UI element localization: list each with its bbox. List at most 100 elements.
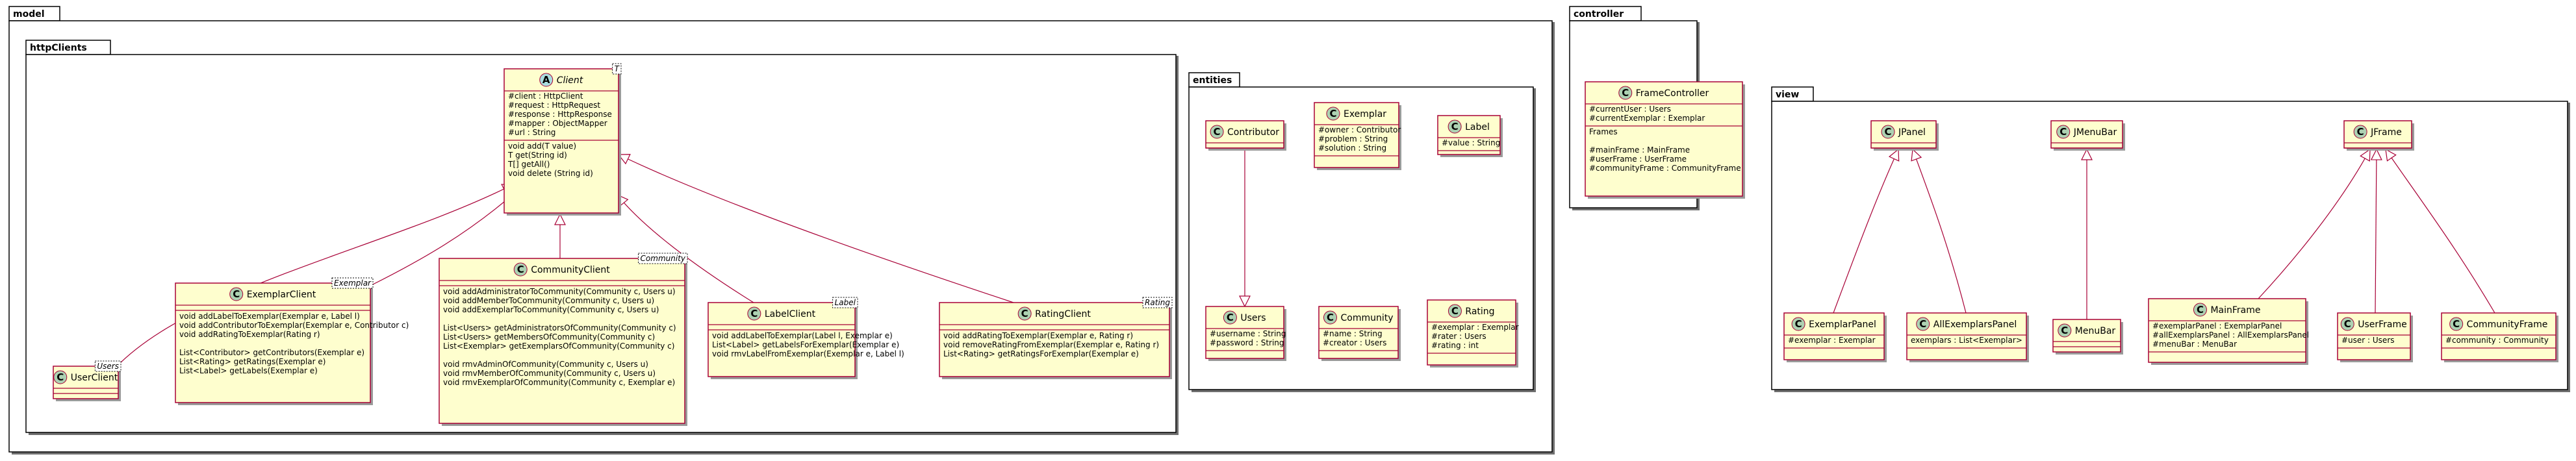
template-parameter-box bbox=[612, 63, 622, 75]
class-method: T get(String id) bbox=[507, 151, 567, 160]
class-badge-icon bbox=[2353, 125, 2367, 139]
class-method: void rmvLabelFromExemplar(Exemplar e, La… bbox=[712, 349, 904, 358]
edge-rating-client-extends-client bbox=[617, 154, 1014, 303]
class-field: #client : HttpClient bbox=[508, 92, 583, 101]
class-method: #mainFrame : MainFrame bbox=[1589, 145, 1690, 155]
badge-letter: C bbox=[2197, 304, 2204, 316]
class-field: #creator : Users bbox=[1323, 338, 1386, 347]
class-badge-icon bbox=[1326, 106, 1340, 121]
class-method: void addLabelToExemplar(Exemplar e, Labe… bbox=[179, 312, 360, 321]
class-name: JMenuBar bbox=[2073, 127, 2117, 138]
badge-letter: C bbox=[750, 308, 758, 319]
class-name: Client bbox=[557, 75, 583, 86]
class-label-client[interactable]: LabelClient C Label void addLabelToExemplar… bbox=[708, 297, 904, 379]
class-name: FrameController bbox=[1636, 88, 1709, 99]
class-field: #value : String bbox=[1442, 138, 1500, 147]
generalization-arrowhead bbox=[2081, 148, 2093, 160]
class-name: MenuBar bbox=[2075, 326, 2116, 336]
template-parameter: Rating bbox=[1145, 298, 1170, 307]
class-field: #currentExemplar : Exemplar bbox=[1589, 114, 1705, 123]
class-name: Community bbox=[1340, 313, 1393, 323]
class-method: List<Label> getLabels(Exemplar e) bbox=[179, 366, 318, 375]
class-box bbox=[175, 282, 371, 403]
class-field: #community : Community bbox=[2445, 336, 2549, 345]
class-community[interactable]: CommunityC#name : String#creator : Users bbox=[1318, 306, 1401, 361]
badge-letter: C bbox=[1451, 121, 1459, 132]
class-method: List<Label> getLabelsForExemplar(Exempla… bbox=[712, 340, 899, 349]
class-rating[interactable]: RatingC#exemplar : Exemplar#rater : User… bbox=[1427, 299, 1519, 368]
edges-layer bbox=[115, 148, 2495, 368]
edge-exemplar-panel-extends-jpanel bbox=[1833, 148, 1900, 314]
class-name: LabelClient bbox=[765, 309, 816, 319]
class-method: List<Users> getAdministratorsOfCommunity… bbox=[443, 323, 676, 332]
template-parameter-box bbox=[638, 253, 688, 264]
edge-contributor-extends-users bbox=[1239, 148, 1251, 308]
template-parameter-box bbox=[832, 297, 858, 308]
generalization-arrowhead bbox=[2385, 148, 2397, 162]
class-badge-icon bbox=[1447, 119, 1462, 134]
class-method: void delete (String id) bbox=[508, 169, 593, 178]
class-method: #userFrame : UserFrame bbox=[1589, 155, 1687, 164]
class-field: #allExemplarsPanel : AllExemplarsPanel bbox=[2152, 330, 2309, 340]
class-exemplar[interactable]: ExemplarC#owner : Contributor#problem : … bbox=[1314, 102, 1401, 170]
edge-community-client-extends-client bbox=[554, 213, 566, 258]
class-box bbox=[1585, 81, 1743, 197]
class-badge-icon bbox=[229, 287, 244, 301]
class-menu-bar[interactable]: MenuBar C bbox=[2052, 319, 2123, 355]
generalization-line bbox=[617, 194, 754, 303]
class-method: Frames bbox=[1589, 127, 1618, 136]
badge-letter: C bbox=[2061, 325, 2068, 336]
class-name: Rating bbox=[1465, 306, 1494, 317]
class-method: void addRatingToExemplar(Exemplar e, Rat… bbox=[943, 331, 1133, 340]
package-label: controller bbox=[1574, 9, 1624, 19]
class-field: #rater : Users bbox=[1431, 332, 1486, 341]
class-name: CommunityFrame bbox=[2467, 319, 2548, 330]
package-label: entities bbox=[1193, 75, 1232, 86]
generalization-arrowhead bbox=[2360, 148, 2371, 162]
badge-letter: C bbox=[1329, 108, 1336, 119]
class-method: void addLabelToExemplar(Label l, Exempla… bbox=[712, 331, 893, 340]
class-box bbox=[1205, 306, 1284, 359]
generalization-line bbox=[2385, 149, 2495, 314]
class-method: #communityFrame : CommunityFrame bbox=[1589, 164, 1741, 173]
class-field: #owner : Contributor bbox=[1318, 125, 1401, 134]
class-label[interactable]: LabelC#value : String bbox=[1437, 115, 1503, 157]
badge-letter: C bbox=[1021, 308, 1028, 319]
class-field: #url : String bbox=[508, 128, 555, 137]
class-badge-icon bbox=[2056, 125, 2071, 139]
class-box bbox=[939, 302, 1170, 377]
generalization-arrowhead bbox=[2370, 148, 2382, 160]
class-field: #response : HttpResponse bbox=[508, 110, 612, 119]
class-box bbox=[708, 302, 856, 377]
class-method: void rmvExemplarOfCommunity(Community c,… bbox=[443, 378, 675, 387]
generalization-arrowhead bbox=[1888, 148, 1900, 162]
class-method: void add(T value) bbox=[508, 142, 576, 151]
class-badge-icon bbox=[53, 370, 68, 384]
class-field: #solution : String bbox=[1318, 143, 1386, 153]
class-field: #user : Users bbox=[2341, 336, 2395, 345]
class-name: CommunityClient bbox=[531, 265, 610, 275]
class-badge-icon bbox=[2193, 303, 2207, 317]
badge-letter: C bbox=[2344, 318, 2351, 330]
generalization-line bbox=[2258, 149, 2371, 299]
template-parameter: Label bbox=[835, 298, 856, 307]
